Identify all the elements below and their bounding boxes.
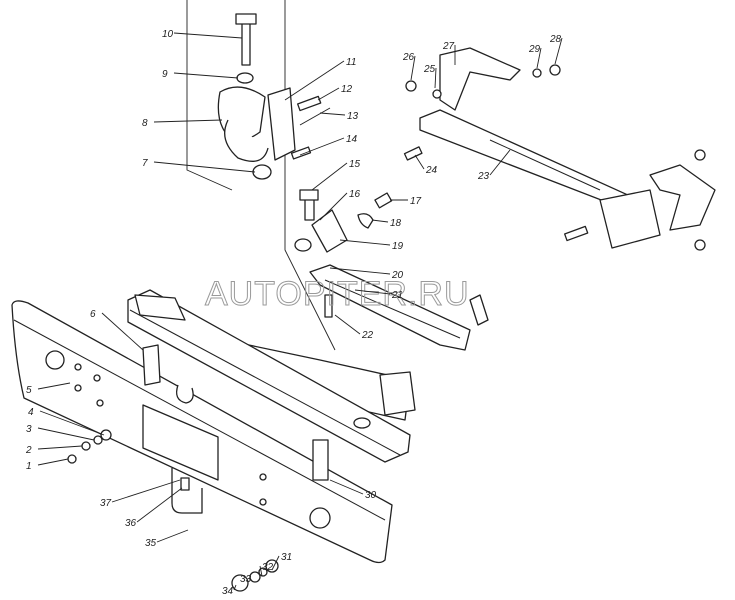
part-label-3: 3: [26, 424, 32, 435]
part-label-7: 7: [142, 158, 148, 169]
leader-line-36: [136, 487, 183, 523]
bumper-hole-left: [45, 350, 65, 370]
leader-line-35: [156, 529, 189, 543]
leader-line-34: [233, 584, 237, 591]
leader-line-7: [153, 161, 256, 173]
leader-line-20: [329, 267, 391, 275]
leader-line-19: [339, 239, 391, 246]
leader-line-6: [101, 312, 144, 351]
leader-line-16: [319, 192, 348, 221]
leader-line: [186, 0, 233, 191]
leader-line-29: [536, 47, 542, 69]
leader-line-11: [284, 60, 345, 101]
license-plate-area: [142, 404, 219, 481]
part-label-2: 2: [25, 445, 32, 456]
tow-hook-assembly: [217, 13, 331, 180]
part-label-21: 21: [391, 290, 403, 301]
mounting-hardware: [294, 146, 489, 351]
part-label-1: 1: [26, 461, 32, 472]
part-label-30: 30: [365, 490, 377, 501]
bracket-6: [142, 344, 161, 386]
leader-line-26: [410, 55, 416, 81]
tow-bar: [405, 47, 716, 251]
part-label-6: 6: [90, 309, 96, 320]
front-bumper: [11, 300, 393, 564]
part-label-20: 20: [391, 270, 404, 281]
part-label-8: 8: [142, 118, 148, 129]
tow-hook-lower: [175, 384, 194, 404]
part-label-33: 33: [240, 574, 252, 585]
part-label-12: 12: [341, 84, 353, 95]
part-label-28: 28: [549, 34, 562, 45]
leader-line-18: [371, 219, 389, 223]
part-label-32: 32: [262, 562, 274, 573]
part-label-13: 13: [347, 111, 359, 122]
part-label-26: 26: [402, 52, 415, 63]
leader-line-25: [434, 67, 437, 89]
leader-line-32: [259, 565, 263, 577]
leader-line-1: [37, 458, 69, 466]
part-label-35: 35: [145, 538, 157, 549]
part-label-31: 31: [281, 552, 292, 563]
frame-rail: [127, 289, 411, 463]
part-label-37: 37: [100, 498, 112, 509]
leader-line-8: [153, 119, 223, 123]
part-labels: 1234567891011121314151617181920212223242…: [25, 29, 563, 597]
leader-line-31: [271, 555, 280, 571]
leader-line: [284, 0, 336, 351]
part-label-14: 14: [346, 134, 358, 145]
part-label-11: 11: [346, 57, 356, 68]
leader-line-14: [299, 137, 345, 156]
leader-line-12: [317, 87, 340, 101]
part-label-9: 9: [162, 69, 168, 80]
part-label-17: 17: [410, 196, 422, 207]
leader-line-37: [111, 479, 181, 503]
leader-line-15: [311, 162, 348, 191]
leader-line-3: [37, 427, 95, 441]
part-label-4: 4: [28, 407, 34, 418]
part-label-25: 25: [423, 64, 436, 75]
leader-line-13: [319, 112, 346, 116]
part-label-22: 22: [361, 330, 374, 341]
bracket-30: [312, 439, 329, 481]
part-label-10: 10: [162, 29, 174, 40]
leader-line-21: [354, 289, 391, 295]
leader-line-28: [554, 37, 563, 65]
part-label-27: 27: [442, 41, 455, 52]
leader-line-22: [334, 314, 361, 335]
small-parts: [67, 429, 279, 592]
part-label-5: 5: [26, 385, 32, 396]
leader-line-9: [173, 72, 239, 79]
leader-line-24: [414, 154, 425, 170]
part-label-19: 19: [392, 241, 404, 252]
leader-line-5: [37, 382, 71, 390]
part-label-15: 15: [349, 159, 361, 170]
part-label-36: 36: [125, 518, 137, 529]
leader-line-2: [37, 445, 83, 450]
leader-line-30: [329, 479, 364, 495]
bumper-hole-right: [309, 507, 331, 529]
part-label-34: 34: [222, 586, 234, 597]
part-label-18: 18: [390, 218, 402, 229]
leader-line-23: [489, 149, 511, 176]
watermark: AUTOPITER.RU: [205, 275, 470, 313]
part-label-24: 24: [425, 165, 438, 176]
leader-line-4: [39, 410, 105, 436]
part-label-23: 23: [477, 171, 490, 182]
leader-line-10: [173, 32, 243, 39]
part-label-16: 16: [349, 189, 361, 200]
part-label-29: 29: [528, 44, 541, 55]
